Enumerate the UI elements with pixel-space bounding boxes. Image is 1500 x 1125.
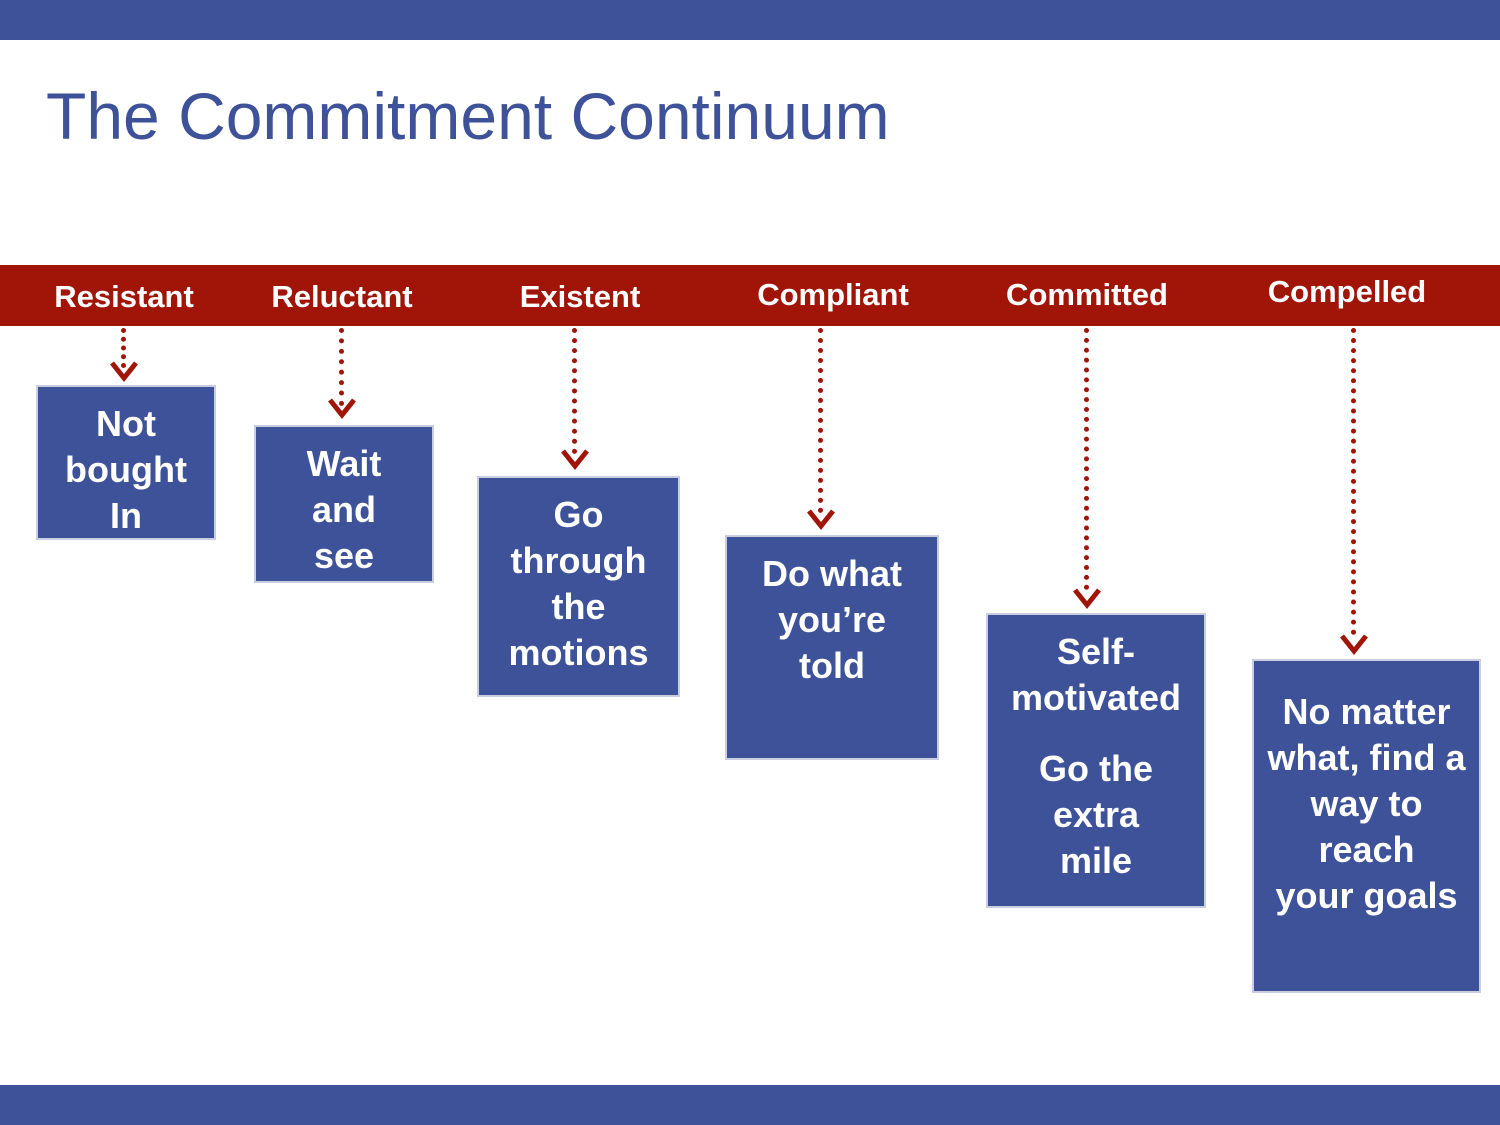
stage-box-resistant: Not bought In	[36, 385, 216, 540]
box-text-line: motivated	[1010, 677, 1182, 718]
box-text-line: Self-	[1056, 631, 1135, 672]
stage-box-compliant: Do what you’re told	[725, 535, 939, 760]
box-text-line: bought	[65, 449, 187, 490]
arrow-down-icon	[110, 361, 138, 382]
box-text-line: Do what	[762, 553, 902, 594]
stage-label-resistant: Resistant	[54, 279, 194, 314]
box-text-line: you’re	[777, 599, 887, 640]
box-text-line: Not	[96, 403, 156, 444]
box-text-line: extra	[1052, 794, 1140, 835]
box-text-line: Go	[553, 494, 604, 535]
arrow-down-icon	[1073, 588, 1101, 609]
stage-label-reluctant: Reluctant	[271, 279, 413, 314]
stage-label-existent: Existent	[519, 279, 641, 314]
connector-line-existent	[572, 328, 577, 454]
box-text-line: through	[510, 540, 647, 581]
stage-label-compliant: Compliant	[757, 277, 909, 312]
box-text-line: see	[313, 535, 375, 576]
connector-line-compliant	[818, 328, 823, 513]
box-text-line: Wait	[306, 443, 382, 484]
connector-line-compelled	[1351, 328, 1356, 635]
box-text-line: mile	[1059, 840, 1133, 881]
top-bar	[0, 0, 1500, 40]
stage-label-committed: Committed	[1006, 277, 1168, 312]
box-text-line: what, find a	[1267, 737, 1466, 778]
connector-line-reluctant	[339, 328, 344, 406]
connector-line-committed	[1084, 328, 1089, 590]
stage-box-committed: Self- motivated Go the extra mile	[986, 613, 1206, 908]
box-text-line: No matter	[1282, 691, 1451, 732]
stage-label-compelled: Compelled	[1267, 274, 1427, 309]
box-text-line: and	[311, 489, 376, 530]
stage-box-reluctant: Wait and see	[254, 425, 434, 583]
box-text-line: motions	[508, 632, 649, 673]
box-text-line: In	[110, 495, 142, 536]
box-text-line: Go the	[1039, 748, 1153, 789]
arrow-down-icon	[561, 449, 589, 470]
arrow-down-icon	[807, 509, 835, 530]
arrow-down-icon	[1340, 634, 1368, 655]
box-text-line: your goals	[1275, 875, 1458, 916]
box-text-line: told	[799, 645, 865, 686]
stage-box-compelled: No matter what, find a way to reach your…	[1252, 659, 1481, 993]
slide-title: The Commitment Continuum	[46, 79, 890, 153]
box-text-line: reach	[1318, 829, 1415, 870]
box-text-line: way to	[1310, 783, 1423, 824]
connector-line-resistant	[121, 328, 126, 368]
stage-box-existent: Go through the motions	[477, 476, 680, 697]
box-text-line: the	[551, 586, 606, 627]
continuum-band: Resistant Reluctant Existent Compliant C…	[0, 265, 1500, 326]
arrow-down-icon	[328, 398, 356, 419]
bottom-bar	[0, 1085, 1500, 1125]
